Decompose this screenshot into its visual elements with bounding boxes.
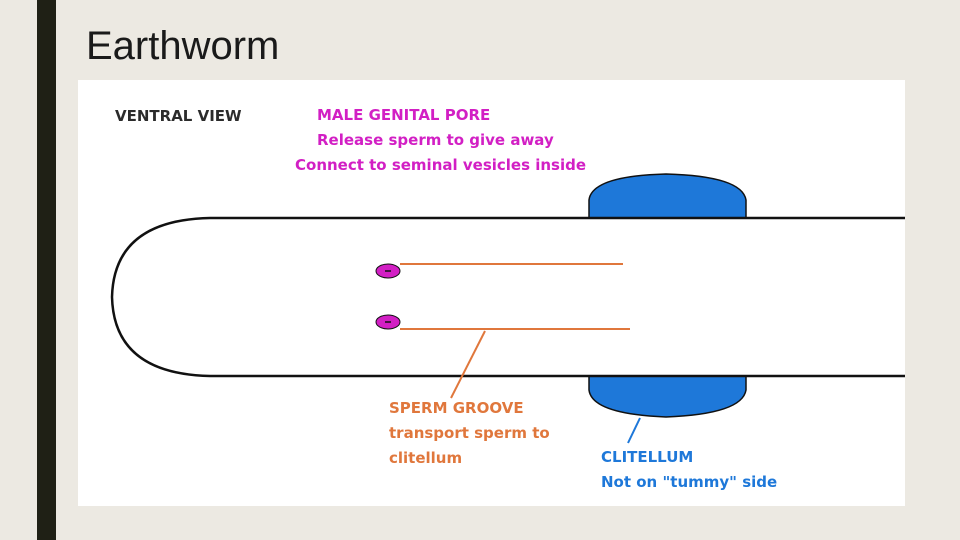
sperm-groove-pointer: [450, 330, 486, 399]
clitellum-bottom-lobe: [588, 367, 747, 418]
male-genital-pore-heading: MALE GENITAL PORE: [317, 106, 491, 124]
worm-body: [112, 218, 905, 376]
worm-body-outline: [110, 216, 905, 378]
clitellum-label: CLITELLUM Not on "tummy" side: [601, 445, 777, 495]
sperm-groove-line-2: clitellum: [389, 449, 463, 467]
slide-title: Earthworm: [86, 24, 280, 68]
male-genital-pore-line-1: Release sperm to give away: [317, 131, 554, 149]
clitellum-top-lobe: [588, 173, 747, 221]
clitellum-line-1: Not on "tummy" side: [601, 473, 778, 491]
male-genital-pore-label: MALE GENITAL PORE Release sperm to give …: [295, 103, 586, 178]
male-genital-pore-line-2: Connect to seminal vesicles inside: [295, 156, 587, 174]
clitellum-heading: CLITELLUM: [601, 448, 694, 466]
accent-bar: [37, 0, 56, 540]
earthworm-diagram: VENTRAL VIEW MALE GENITAL PORE Release s…: [78, 80, 905, 506]
sperm-groove-heading: SPERM GROOVE: [389, 399, 524, 417]
diagram-drawing: [110, 173, 905, 444]
clitellum-pointer: [627, 417, 641, 444]
sperm-groove-line-1: transport sperm to: [389, 424, 550, 442]
sperm-groove-label: SPERM GROOVE transport sperm to clitellu…: [389, 396, 550, 471]
view-label: VENTRAL VIEW: [115, 107, 242, 125]
